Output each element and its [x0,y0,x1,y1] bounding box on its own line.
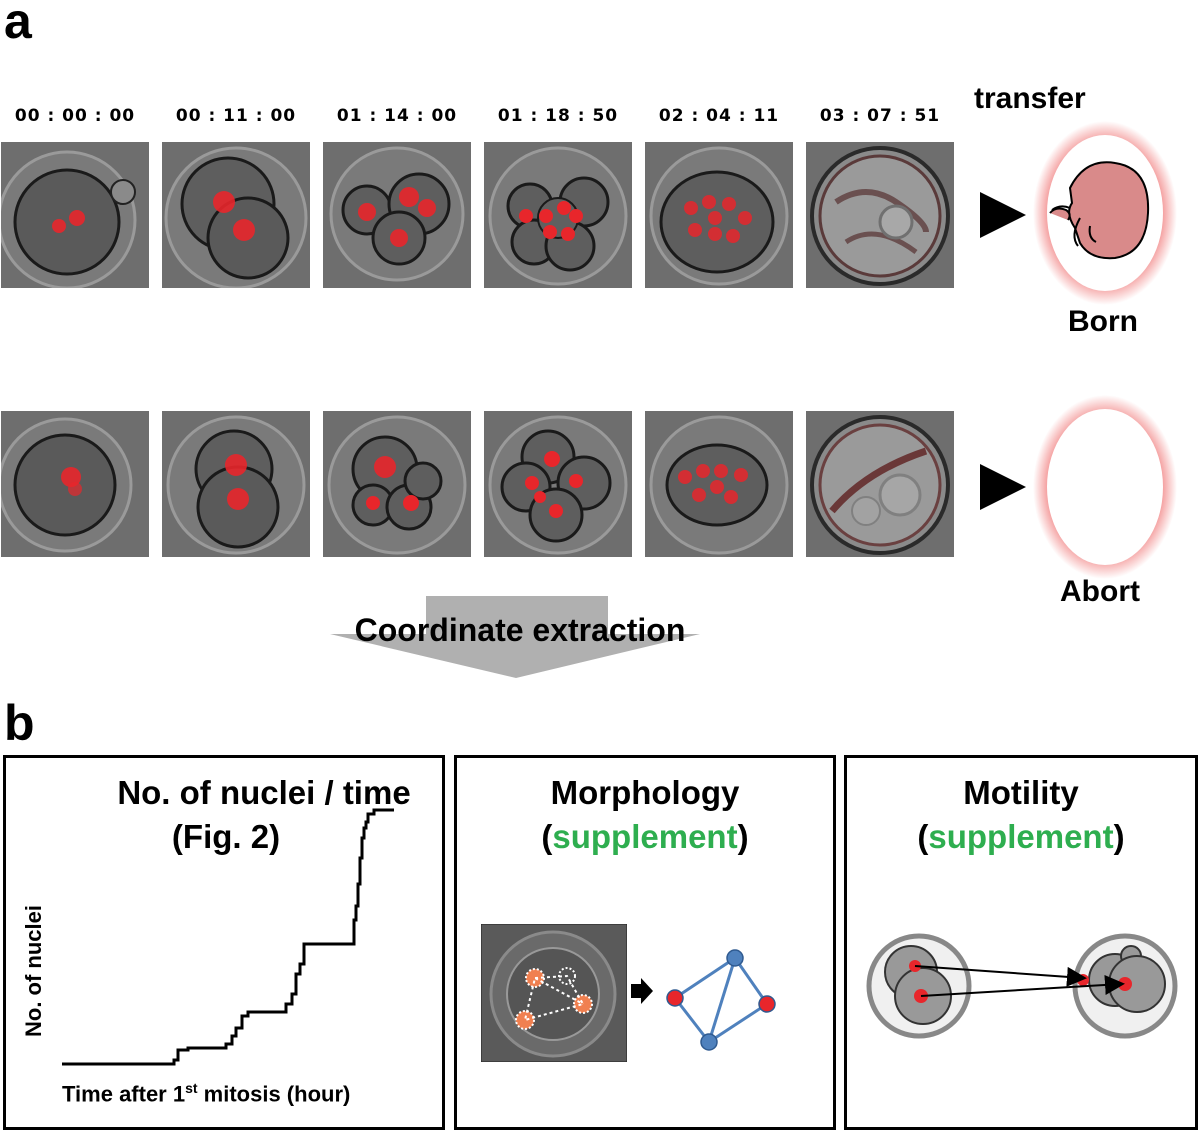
embryo-image [806,411,954,557]
x-axis-label-text: mitosis (hour) [197,1081,351,1107]
uterus-born-icon [1033,121,1177,305]
motility-box: Motility (supplement) [844,755,1198,1130]
timepoint-label: 01 : 14 : 00 [336,106,458,126]
nuclei-step-curve [62,808,394,1066]
box-subtitle: (Fig. 2) [171,818,281,855]
paren: ( [541,818,553,855]
abort-label: Abort [1060,575,1140,608]
panel-label-b: b [4,695,35,751]
timepoint-label: 01 : 18 : 50 [497,106,619,126]
embryo-image [806,142,954,288]
timepoint-label: 00 : 11 : 00 [175,106,297,126]
supplement-link: supplement [928,818,1114,855]
supplement-link: supplement [552,818,738,855]
x-axis-label-sup: st [185,1080,198,1096]
nuclei-time-box: No. of nuclei / time (Fig. 2) No. of nuc… [3,755,445,1130]
embryo-thumbnail [481,924,627,1062]
timepoint-label: 00 : 00 : 00 [14,106,136,126]
uterus-abort-icon [1033,395,1177,579]
down-arrow-icon [330,596,700,678]
y-axis-label: No. of nuclei [21,905,46,1037]
embryo-image [323,411,471,557]
panel-label-a: a [4,0,32,49]
x-axis-label-text: Time after 1 [62,1081,186,1107]
embryo-image [323,142,471,288]
box-subtitle: (supplement) [847,816,1195,858]
paren: ( [917,818,929,855]
timepoint-label: 02 : 04 : 11 [658,106,780,126]
transfer-label: transfer [974,82,1086,115]
coordinate-extraction-label: Coordinate extraction [354,612,686,648]
box-subtitle: (supplement) [457,816,833,858]
transfer-arrowhead [980,464,1026,510]
x-axis-label: Time after 1st mitosis (hour) [62,1080,350,1107]
paren: ) [1113,818,1125,855]
embryo-image [645,142,793,288]
arrow-right-icon [631,978,653,1004]
embryo-image [162,142,310,288]
motility-diagram [866,933,1178,1039]
embryo-image [162,411,310,557]
born-label: Born [1068,305,1138,338]
embryo-image [645,411,793,557]
box-title: Morphology [550,774,740,811]
morphology-box: Morphology (supplement) [454,755,836,1130]
embryo-image [484,142,632,288]
box-title: No. of nuclei / time [117,774,411,811]
embryo-image [1,142,149,288]
embryo-image [1,411,149,557]
graph-diagram [666,949,776,1051]
box-title: Motility [963,774,1079,811]
transfer-arrowhead [980,192,1026,238]
paren: ) [737,818,749,855]
timepoint-label: 03 : 07 : 51 [819,106,941,126]
embryo-image [484,411,632,557]
